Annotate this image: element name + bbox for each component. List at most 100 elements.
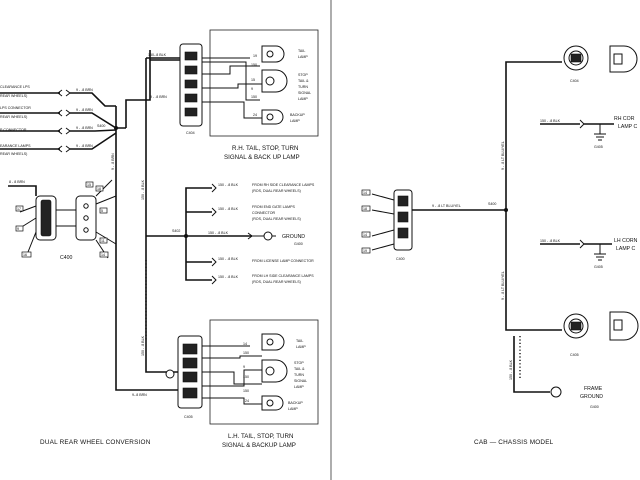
rh-lamp-panel: [209, 29, 319, 137]
rh-tail-label-2: LAMP: [298, 55, 308, 59]
c400-pin-2: 5: [101, 209, 103, 213]
svg-text:S402: S402: [172, 229, 180, 233]
svg-text:G400: G400: [590, 405, 599, 409]
rh-stop-label-3: TURN: [298, 85, 308, 89]
lh-backup-lamp: [261, 395, 284, 411]
rh-backup-label-2: LAMP: [290, 119, 300, 123]
s402-ground-code: G400: [294, 242, 303, 246]
s402-branch-3-dest: (ROS, DUAL REAR WHEELS): [252, 217, 301, 221]
right-c400-connector: 14 18 14 19 C400: [361, 189, 413, 261]
s402-branch-2-dest2: CONNECTOR: [252, 211, 275, 215]
ref-label-4: EARANCE LAMPS: [0, 144, 31, 148]
rh-backup-label-1: BACKUP: [290, 113, 305, 117]
far-brn-label: 8 - 8 BRN: [9, 180, 25, 184]
ref-label-1: CLEARANCE LPS: [0, 85, 30, 89]
lh-panel-wires: [202, 345, 262, 405]
ref-wire-2: 9 - .8 BRN: [76, 108, 93, 112]
svg-text:150: 150: [243, 351, 249, 355]
lh-corner-wire-label: 150 - .8 BLK: [540, 239, 561, 243]
right-caption: CAB — CHASSIS MODEL: [474, 439, 554, 446]
s402-branch-5-wire: 150 - .8 BLK: [218, 257, 239, 261]
right-ground-wire-label: 150 - .8 BLK: [509, 359, 513, 380]
right-c405-plug: [609, 311, 639, 341]
lh-panel-title-2: SIGNAL & BACKUP LAMP: [222, 442, 296, 449]
s402-branch-2-dest: FROM END GATE LAMPS: [252, 205, 295, 209]
s402-branch-1-dest2: (ROS, DUAL REAR WHEELS): [252, 189, 301, 193]
c405-connector: C405: [165, 335, 203, 419]
lh-corner-label-1: LH CORN: [614, 238, 638, 244]
blk-vert-label: 150 - .8 BLK: [141, 179, 145, 200]
svg-text:G405: G405: [594, 265, 603, 269]
blk-bus: [145, 58, 180, 373]
svg-text:G405: G405: [594, 145, 603, 149]
right-ground-run: [513, 336, 550, 393]
rh-stop-label-4: SIGNAL: [298, 91, 311, 95]
c400-pin-6: 16: [23, 253, 27, 257]
lh-tail-label-2: LAMP: [296, 345, 306, 349]
blk-lower-label: 150 - .8 BLK: [141, 335, 145, 356]
ref-sub-2: REAR WHEELS): [0, 115, 27, 119]
right-c404-socket: C404: [563, 45, 589, 83]
right-lower-run: [505, 210, 562, 331]
ref-sub-1: REAR WHEELS): [0, 94, 27, 98]
ref-wire-4: 9 - .8 BRN: [76, 144, 93, 148]
c404-connector: C404: [179, 43, 203, 135]
frame-ground: FRAME GROUND G400: [550, 386, 603, 409]
brn-lower-run: [115, 236, 180, 391]
c400-pin-3: 17: [17, 207, 21, 211]
c400-left-label: C400: [60, 255, 73, 261]
rh-backup-lamp: [261, 109, 284, 125]
right-c400-label: C400: [396, 257, 405, 261]
vert-brn-label: 9 - .8 BRN: [111, 153, 115, 170]
svg-text:9: 9: [243, 365, 245, 369]
ref-wire-1: 9 - .8 BRN: [76, 88, 93, 92]
svg-text:15: 15: [251, 78, 255, 82]
ref-wire-3: 9 - .8 BRN: [76, 126, 93, 130]
lh-stop-label-5: LAMP: [294, 385, 304, 389]
c405-label: C405: [184, 415, 193, 419]
ref-label-2: LPS CONNECTOR: [0, 106, 31, 110]
svg-text:24: 24: [253, 113, 257, 117]
rh-tail-lamp: [261, 45, 285, 63]
trunk-brn: [115, 106, 126, 129]
svg-text:19: 19: [253, 54, 257, 58]
right-upper-run: [505, 61, 562, 210]
rh-stop-label-2: TAIL &: [298, 79, 309, 83]
svg-text:150: 150: [251, 95, 257, 99]
svg-text:C405: C405: [570, 353, 579, 357]
rh-corner-wire-label: 150 - .8 BLK: [540, 119, 561, 123]
lh-tail-label-1: TAIL: [296, 339, 303, 343]
rh-panel-title-1: R.H. TAIL, STOP, TURN: [232, 145, 298, 152]
svg-text:150: 150: [243, 375, 249, 379]
s402-branch-6-wire: 150 - .8 BLK: [218, 275, 239, 279]
rh-corner-label-1: RH COR: [614, 116, 635, 122]
g405-mid-ground: G405: [594, 253, 606, 269]
c400-pin-7: 14: [101, 253, 105, 257]
rh-stop-label-1: STOP: [298, 73, 308, 77]
lh-corner-label-2: LAMP C: [616, 246, 635, 252]
svg-text:FRAME: FRAME: [584, 386, 603, 392]
g405-top-ground: G405: [594, 133, 606, 149]
lh-stop-label-4: SIGNAL: [294, 379, 307, 383]
svg-text:24: 24: [245, 399, 249, 403]
svg-text:C404: C404: [570, 79, 579, 83]
lh-stop-label-1: STOP: [294, 361, 304, 365]
splice-s400-label: S400: [97, 124, 105, 128]
svg-text:14: 14: [243, 342, 247, 346]
lh-backup-label-1: BACKUP: [288, 401, 303, 405]
brn-lower-label: 9-.8 BRN: [132, 393, 147, 397]
svg-text:18: 18: [363, 207, 367, 211]
rh-stop-label-5: LAMP: [298, 97, 308, 101]
right-horizontal-label: 9 - .8 LT BLU/YEL: [432, 204, 461, 208]
svg-text:150: 150: [243, 389, 249, 393]
svg-text:14: 14: [363, 191, 367, 195]
c404-label: C404: [186, 131, 195, 135]
right-c404-plug: [609, 45, 638, 73]
s402-branch-1-dest: FROM RH SIDE CLEARANCE LAMPS: [252, 183, 315, 187]
left-caption: DUAL REAR WHEEL CONVERSION: [40, 439, 151, 446]
c400-pin-5: 11: [101, 239, 105, 243]
lh-stop-lamp: [261, 359, 288, 383]
s402-branch-6-dest2: (ROS, DUAL REAR WHEELS): [252, 280, 301, 284]
rh-corner-label-2: LAMP C: [618, 124, 637, 130]
